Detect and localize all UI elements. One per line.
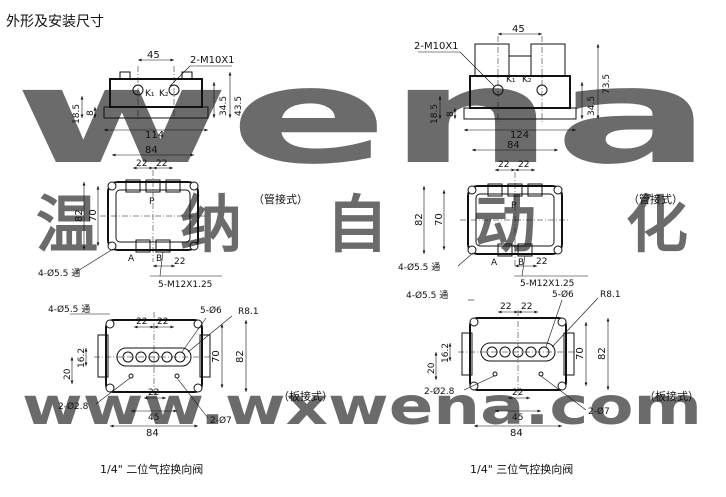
right-side-dim-8: 8 bbox=[446, 111, 456, 117]
left-caption: 1/4" 二位气控换向阀 bbox=[100, 462, 203, 476]
left-side-dim-34-5: 34.5 bbox=[219, 96, 229, 116]
right-caption: 1/4" 三位气控换向阀 bbox=[470, 462, 573, 476]
right-plate-dim-2-7: 2-Ø7 bbox=[588, 406, 610, 417]
left-side-dim-18-5: 18.5 bbox=[72, 104, 82, 124]
left-side-thread-label: 2-M10X1 bbox=[190, 55, 235, 66]
right-side-k1-label: K₁ bbox=[506, 75, 516, 85]
left-valve-group: K₁ K₂ 45 2-M10X1 8 18.5 34.5 43.5 114 bbox=[38, 50, 333, 476]
right-pipe-dim-22c: 22 bbox=[536, 257, 547, 267]
left-plate-dim-r8-1: R8.1 bbox=[238, 307, 259, 317]
left-pipe-dim-22c: 22 bbox=[174, 257, 185, 267]
watermark-char-5: 化 bbox=[626, 188, 688, 261]
right-pipe-view: P A B 84 22 22 82 70 22 4-Ø5.5 通 5-M12X1… bbox=[398, 140, 683, 289]
right-pipe-dim-70: 70 bbox=[434, 213, 445, 226]
left-plate-dim-2-7: 2-Ø7 bbox=[210, 415, 232, 426]
left-pipe-port-b: B bbox=[156, 254, 162, 264]
right-plate-dim-20: 20 bbox=[427, 362, 437, 374]
section-title: 外形及安装尺寸 bbox=[6, 14, 104, 30]
watermark: wena 温 纳 自 动 化 www.wxwena.com bbox=[14, 40, 712, 437]
right-pipe-dim-84: 84 bbox=[507, 140, 520, 151]
right-plate-view: 4-Ø5.5 通 22 22 5-Ø6 R8.1 70 82 16.2 20 2… bbox=[406, 289, 699, 439]
left-plate-dim-22b: 22 bbox=[157, 317, 168, 327]
left-plate-dim-84: 84 bbox=[146, 428, 159, 439]
left-side-dim-45: 45 bbox=[147, 50, 160, 61]
left-pipe-dim-22b: 22 bbox=[156, 159, 167, 169]
right-side-dim-73-5: 73.5 bbox=[602, 74, 612, 94]
watermark-char-1: 温 bbox=[36, 188, 98, 261]
left-plate-dim-20: 20 bbox=[63, 368, 73, 380]
left-plate-dim-70: 70 bbox=[211, 350, 222, 363]
left-plate-dim-2-2-8: 2-Ø2.8 bbox=[58, 401, 89, 412]
left-plate-dim-45: 45 bbox=[148, 413, 159, 423]
right-side-dim-45: 45 bbox=[512, 24, 525, 35]
right-plate-dim-16-2: 16.2 bbox=[441, 343, 451, 363]
watermark-url: www.wxwena.com bbox=[22, 377, 702, 437]
left-pipe-dim-84: 84 bbox=[145, 145, 158, 156]
right-pipe-port-p: P bbox=[511, 201, 517, 211]
watermark-brand: wena bbox=[14, 40, 712, 194]
right-pipe-holes-label: 4-Ø5.5 通 bbox=[398, 262, 440, 273]
left-plate-mount-label: （板接式） bbox=[278, 389, 333, 403]
left-plate-holes-label: 4-Ø5.5 通 bbox=[48, 304, 90, 315]
left-side-view: K₁ K₂ 45 2-M10X1 8 18.5 34.5 43.5 114 bbox=[72, 50, 244, 141]
left-side-dim-114: 114 bbox=[145, 130, 164, 141]
right-plate-dim-70: 70 bbox=[575, 347, 586, 360]
right-side-dim-18-5: 18.5 bbox=[430, 104, 440, 124]
left-pipe-holes-label: 4-Ø5.5 通 bbox=[38, 268, 80, 279]
right-side-thread-label: 2-M10X1 bbox=[414, 41, 459, 52]
left-pipe-mount-label: （管接式） bbox=[253, 192, 308, 206]
right-side-k2-label: K₂ bbox=[522, 75, 532, 85]
left-pipe-dim-22a: 22 bbox=[136, 159, 147, 169]
right-plate-dim-r8-1: R8.1 bbox=[600, 290, 621, 300]
right-side-dim-124: 124 bbox=[510, 130, 529, 141]
left-plate-dim-22c: 22 bbox=[148, 388, 159, 398]
right-plate-dim-2-2-8: 2-Ø2.8 bbox=[424, 386, 455, 397]
left-pipe-port-p: P bbox=[149, 197, 155, 207]
right-pipe-mount-label: （管接式） bbox=[628, 192, 683, 206]
left-plate-dim-5-6: 5-Ø6 bbox=[200, 305, 222, 316]
watermark-char-2: 纳 bbox=[180, 188, 242, 261]
left-side-dim-8: 8 bbox=[86, 110, 96, 116]
right-pipe-dim-22a: 22 bbox=[498, 160, 509, 170]
right-pipe-dim-82: 82 bbox=[414, 213, 425, 226]
right-plate-dim-45: 45 bbox=[512, 413, 523, 423]
right-pipe-dim-22b: 22 bbox=[518, 160, 529, 170]
left-plate-view: 4-Ø5.5 通 22 22 5-Ø6 R8.1 70 82 16.2 20 2… bbox=[48, 304, 333, 439]
left-plate-dim-16-2: 16.2 bbox=[77, 348, 87, 368]
left-pipe-port-a: A bbox=[128, 254, 135, 264]
left-side-dim-43-5: 43.5 bbox=[234, 96, 244, 116]
right-pipe-port-a: A bbox=[491, 258, 498, 268]
left-side-k1-label: K₁ bbox=[145, 89, 155, 99]
right-plate-mount-label: （板接式） bbox=[644, 389, 699, 403]
left-plate-dim-22a: 22 bbox=[136, 317, 147, 327]
left-plate-dim-82: 82 bbox=[235, 350, 246, 363]
right-side-view: K₁ K₂ 45 2-M10X1 8 18.5 34.5 73.5 124 bbox=[414, 24, 612, 141]
right-pipe-port-b: B bbox=[518, 258, 524, 268]
right-plate-dim-82: 82 bbox=[597, 347, 608, 360]
right-plate-dim-22c: 22 bbox=[512, 388, 523, 398]
left-pipe-ports-label: 5-M12X1.25 bbox=[158, 280, 212, 290]
left-side-k2-label: K₂ bbox=[159, 89, 169, 99]
left-pipe-dim-82: 82 bbox=[74, 209, 85, 222]
right-plate-dim-22a: 22 bbox=[500, 302, 511, 312]
left-pipe-dim-70: 70 bbox=[88, 209, 99, 222]
right-valve-group: K₁ K₂ 45 2-M10X1 8 18.5 34.5 73.5 124 bbox=[398, 24, 699, 476]
right-plate-dim-5-6: 5-Ø6 bbox=[552, 289, 574, 300]
right-pipe-ports-label: 5-M12X1.25 bbox=[520, 279, 574, 289]
watermark-char-3: 自 bbox=[326, 188, 388, 261]
right-plate-dim-84: 84 bbox=[510, 428, 523, 439]
left-pipe-view: P A B 84 22 22 82 70 22 4-Ø5.5 通 5-M12X1… bbox=[38, 145, 308, 290]
right-plate-holes-label: 4-Ø5.5 通 bbox=[406, 290, 448, 301]
right-plate-dim-22b: 22 bbox=[521, 302, 532, 312]
watermark-char-4: 动 bbox=[474, 188, 536, 261]
right-side-dim-34-5: 34.5 bbox=[587, 96, 597, 116]
